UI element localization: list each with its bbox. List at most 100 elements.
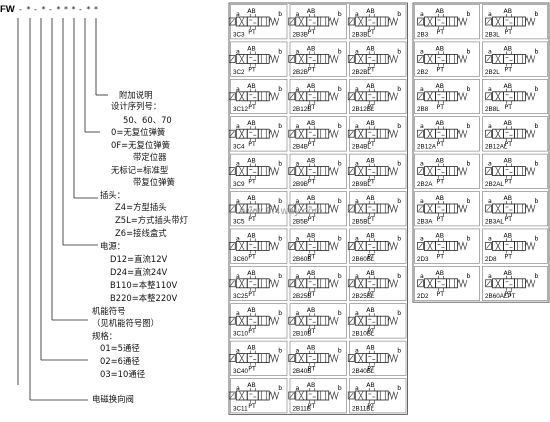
port-label-a: a: [236, 385, 240, 392]
valve-code: 2B4B: [293, 144, 308, 151]
port-label-b: b: [467, 48, 471, 55]
port-label-pt: PT: [308, 104, 316, 111]
port-label-pt: PT: [367, 29, 375, 36]
valve-code: 2B40BL: [352, 368, 375, 375]
port-label-pt: PT: [367, 104, 375, 111]
port-label-ab: AB: [504, 158, 512, 165]
port-label-ab: AB: [307, 232, 315, 239]
port-label-pt: PT: [505, 253, 513, 260]
code-separator: -: [19, 5, 22, 14]
port-label-a: a: [355, 198, 359, 205]
legend-line: Z5L=方式插头带灯: [115, 215, 189, 225]
port-label-pt: PT: [505, 104, 513, 111]
code-separator: -: [79, 5, 82, 14]
port-label-a: a: [355, 348, 359, 355]
port-label-a: a: [488, 11, 492, 18]
code-separator: *: [72, 5, 76, 14]
port-label-pt: PT: [505, 29, 513, 36]
port-label-a: a: [236, 198, 240, 205]
valve-code: 2B25B: [293, 293, 312, 300]
port-label-b: b: [278, 86, 282, 93]
valve-code: 3C60: [233, 256, 249, 263]
port-label-ab: AB: [247, 45, 255, 52]
port-label-ab: AB: [366, 120, 374, 127]
valve-code: 2B4BL: [352, 144, 371, 151]
port-label-pt: PT: [437, 29, 445, 36]
port-label-pt: PT: [505, 216, 513, 223]
legend-line: 50、60、70: [123, 115, 172, 125]
port-label-b: b: [467, 86, 471, 93]
legend-line: 电磁换向阀: [92, 394, 134, 404]
port-label-ab: AB: [247, 158, 255, 165]
port-label-pt: PT: [437, 291, 445, 298]
code-separator: -: [49, 5, 52, 14]
port-label-b: b: [535, 235, 539, 242]
port-label-pt: PT: [308, 141, 316, 148]
valve-code: 2B12AL: [485, 144, 508, 151]
port-label-ab: AB: [247, 8, 255, 15]
valve-code: 3C40: [233, 368, 249, 375]
port-label-a: a: [355, 86, 359, 93]
port-label-ab: AB: [366, 195, 374, 202]
port-label-b: b: [397, 273, 401, 280]
port-label-pt: PT: [367, 291, 375, 298]
valve-code: 2B10B: [293, 331, 312, 338]
port-label-a: a: [488, 273, 492, 280]
port-label-b: b: [338, 385, 342, 392]
port-label-b: b: [338, 123, 342, 130]
port-label-b: b: [397, 11, 401, 18]
port-label-ab: AB: [436, 45, 444, 52]
port-label-pt: PT: [437, 179, 445, 186]
port-label-ab: AB: [307, 345, 315, 352]
port-label-b: b: [278, 385, 282, 392]
valve-code: 2B12A: [417, 144, 437, 151]
port-label-pt: PT: [437, 253, 445, 260]
valve-code: 3C12: [233, 106, 249, 113]
port-label-ab: AB: [436, 158, 444, 165]
port-label-ab: AB: [366, 45, 374, 52]
port-label-pt: PT: [248, 291, 256, 298]
legend-line: D24=直流24V: [110, 267, 168, 277]
port-label-a: a: [355, 273, 359, 280]
port-label-pt: PT: [367, 403, 375, 410]
code-separator: *: [42, 5, 46, 14]
port-label-pt: PT: [248, 366, 256, 373]
port-label-pt: PT: [248, 141, 256, 148]
port-label-ab: AB: [366, 232, 374, 239]
valve-code: 2B2L: [485, 69, 500, 76]
port-label-b: b: [338, 198, 342, 205]
port-label-pt: PT: [308, 253, 316, 260]
port-label-ab: AB: [247, 345, 255, 352]
valve-code: 3C10: [233, 331, 249, 338]
port-label-ab: AB: [436, 232, 444, 239]
port-label-ab: AB: [504, 120, 512, 127]
port-label-ab: AB: [247, 120, 255, 127]
port-label-a: a: [420, 48, 424, 55]
port-label-b: b: [278, 310, 282, 317]
port-label-a: a: [296, 235, 300, 242]
model-code-separators: -*-*-***-**: [19, 5, 98, 14]
legend-line: 带复位弹簧: [133, 177, 175, 187]
port-label-b: b: [467, 161, 471, 168]
port-label-a: a: [236, 123, 240, 130]
port-label-pt: PT: [505, 179, 513, 186]
valve-code: 2B2BL: [352, 69, 371, 76]
port-label-b: b: [535, 86, 539, 93]
port-label-a: a: [236, 86, 240, 93]
